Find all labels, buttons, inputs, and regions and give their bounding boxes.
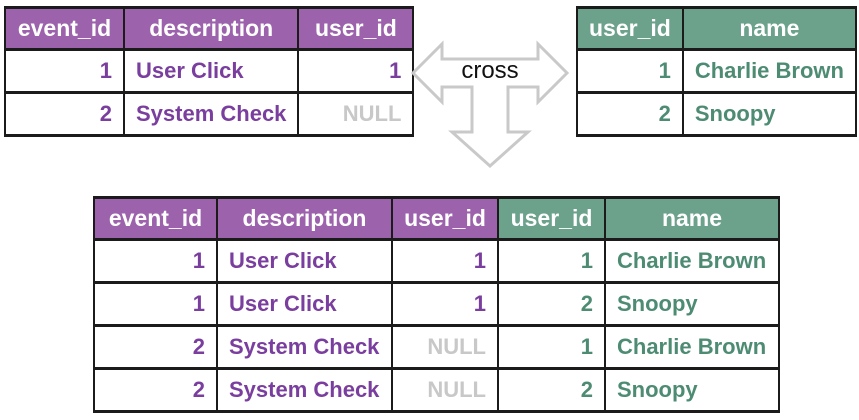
table-cell: 2 xyxy=(4,91,125,137)
table-cell: 1 xyxy=(497,324,606,370)
table-cell: 2 xyxy=(576,91,684,137)
table-cell: 1 xyxy=(391,238,499,284)
column-header-description: description xyxy=(122,6,300,51)
column-header-user_id: user_id xyxy=(576,6,684,51)
table-cell: Snoopy xyxy=(681,91,857,137)
join-type-label: cross xyxy=(461,57,519,84)
three-way-cross-arrow-icon xyxy=(410,40,570,170)
table-cell: 2 xyxy=(497,367,606,413)
column-header-event_id: event_id xyxy=(93,196,218,241)
table-cell: System Check xyxy=(122,91,300,137)
table-cell: 1 xyxy=(93,281,218,327)
table-cell: User Click xyxy=(216,238,393,284)
table-cell: Charlie Brown xyxy=(604,238,780,284)
column-header-name: name xyxy=(604,196,780,241)
table-cell: 2 xyxy=(93,324,218,370)
table-cell: User Click xyxy=(122,48,300,94)
table-cell: Snoopy xyxy=(604,281,780,327)
column-header-event_id: event_id xyxy=(4,6,125,51)
table-cell: 1 xyxy=(391,281,499,327)
table-cell: Charlie Brown xyxy=(604,324,780,370)
table-cell: NULL xyxy=(391,367,499,413)
table-cell: Snoopy xyxy=(604,367,780,413)
table-cell: User Click xyxy=(216,281,393,327)
table-cell: System Check xyxy=(216,367,393,413)
column-header-user_id: user_id xyxy=(297,6,415,51)
table-cell: 1 xyxy=(297,48,415,94)
table-cell: 1 xyxy=(576,48,684,94)
table-cell: 1 xyxy=(93,238,218,284)
table-cell: 1 xyxy=(497,238,606,284)
table-cell: 1 xyxy=(4,48,125,94)
column-header-user_id: user_id xyxy=(497,196,606,241)
column-header-user_id: user_id xyxy=(391,196,499,241)
table-cell: System Check xyxy=(216,324,393,370)
table-cell: NULL xyxy=(297,91,415,137)
column-header-name: name xyxy=(681,6,857,51)
table-cell: Charlie Brown xyxy=(681,48,857,94)
table-cell: NULL xyxy=(391,324,499,370)
table-cell: 2 xyxy=(497,281,606,327)
table-cell: 2 xyxy=(93,367,218,413)
column-header-description: description xyxy=(216,196,393,241)
